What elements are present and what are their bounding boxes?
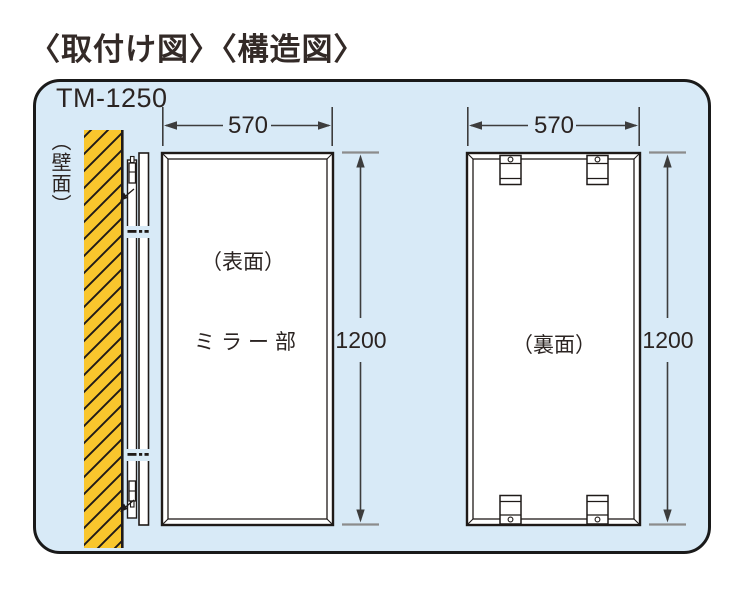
back-surface-label: （裏面）: [512, 334, 596, 357]
diagram-panel: [33, 79, 711, 554]
model-number: TM-1250: [56, 83, 168, 113]
front-surface-label: （表面）: [201, 251, 285, 274]
back-width-dimension-label: 570: [533, 112, 575, 139]
page-title: 〈取付け図〉〈構造図〉: [29, 32, 366, 67]
back-height-dimension-label: 1200: [642, 327, 694, 353]
wall-surface-label: （壁面）: [48, 131, 70, 215]
front-height-dimension-label: 1200: [335, 327, 387, 353]
front-width-dimension-label: 570: [227, 112, 269, 139]
mirror-part-label: ミラー部: [194, 331, 302, 354]
